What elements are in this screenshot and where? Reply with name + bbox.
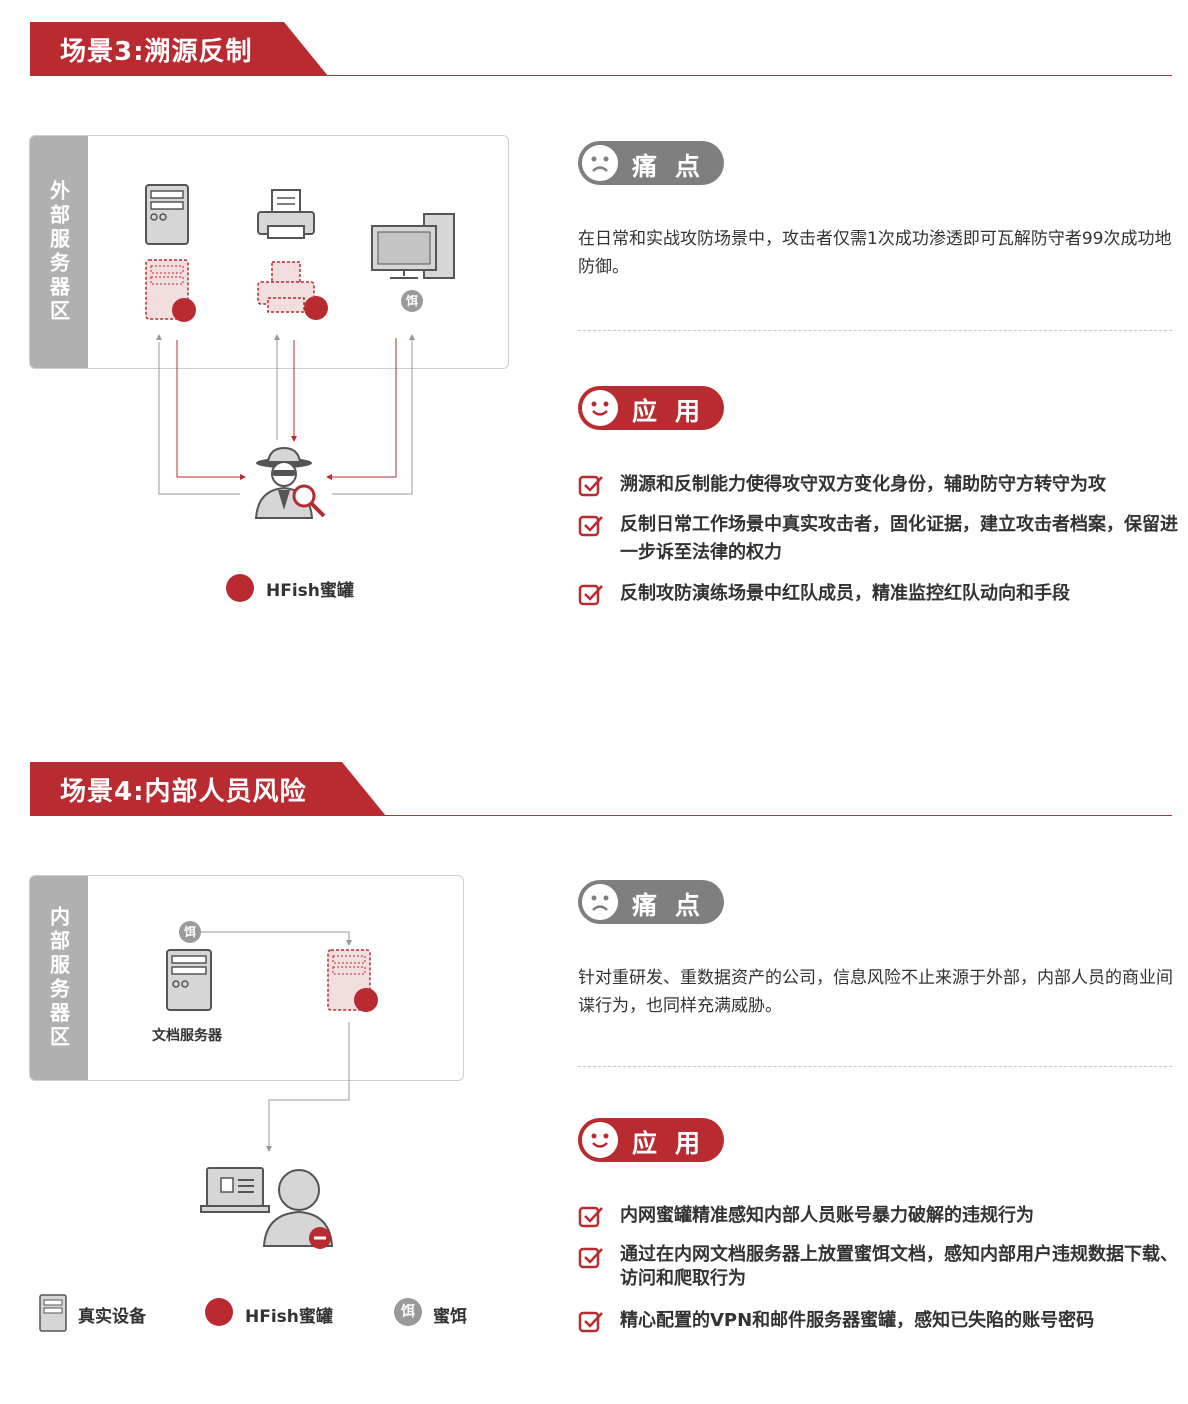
scene4-diagram [39,931,371,1332]
divider [578,330,1172,331]
pain-point-text: 在日常和实战攻防场景中，攻击者仅需1次成功渗透即可瓦解防守者99次成功地防御。 [578,229,1172,277]
external-zone-label: 外部服务器区 [46,180,71,324]
real-device-legend-label: 真实设备 [78,1307,146,1327]
real-device-legend-icon [39,1294,67,1332]
sad-face-icon [582,884,618,920]
bait-legend-icon: 饵 [394,1298,422,1326]
pain-point-badge: 痛点 [578,880,724,924]
smile-face-icon [582,1122,618,1158]
hfish-legend-label: HFish蜜罐 [245,1307,333,1327]
pain-point-text: 针对重研发、重数据资产的公司，信息风险不止来源于外部，内部人员的商业间谍行为，也… [578,968,1173,1016]
insider-user-icon [200,1167,334,1249]
checkbox-icon [578,1247,603,1269]
pain-point-label: 痛点 [632,891,719,920]
scene3-title: 场景3:溯源反制 [60,37,253,67]
application-badge: 应用 [578,1118,724,1162]
application-label: 应用 [632,1129,719,1158]
bait-icon: 饵 [179,921,201,943]
checkbox-icon [578,1206,603,1228]
computer-icon [371,213,455,279]
hfish-legend-label: HFish蜜罐 [266,581,354,601]
hacker-icon [254,446,326,519]
scene4-title: 场景4:内部人员风险 [60,777,307,807]
scene3-banner: 场景3:溯源反制 [30,22,1172,76]
printer-icon [257,189,315,239]
document-server-icon [166,949,212,1011]
hfish-legend-icon [226,574,254,602]
application-label: 应用 [632,397,719,426]
internal-zone-label: 内部服务器区 [46,906,71,1050]
checkbox-icon [578,1311,603,1333]
smile-face-icon [582,390,618,426]
document-server-label: 文档服务器 [152,1028,222,1044]
hfish-legend-icon [205,1298,233,1326]
pain-point-badge: 痛点 [578,141,724,185]
hfish-hook-icon [354,988,378,1012]
internal-server-zone: 内部服务器区 [29,875,464,1081]
application-badge: 应用 [578,386,724,430]
honeypot-printer-icon [257,261,315,313]
hfish-hook-icon [304,296,328,320]
server-icon [145,184,189,245]
checkbox-icon [578,515,603,537]
scene3-diagram [145,184,455,519]
pain-point-label: 痛点 [632,152,719,181]
bait-icon: 饵 [401,290,423,312]
divider [578,1066,1172,1067]
bait-legend-label: 蜜饵 [433,1307,467,1327]
sad-face-icon [582,145,618,181]
scene4-banner: 场景4:内部人员风险 [30,762,1172,816]
checkbox-icon [578,584,603,606]
hfish-hook-icon [172,298,196,322]
checkbox-icon [578,475,603,497]
